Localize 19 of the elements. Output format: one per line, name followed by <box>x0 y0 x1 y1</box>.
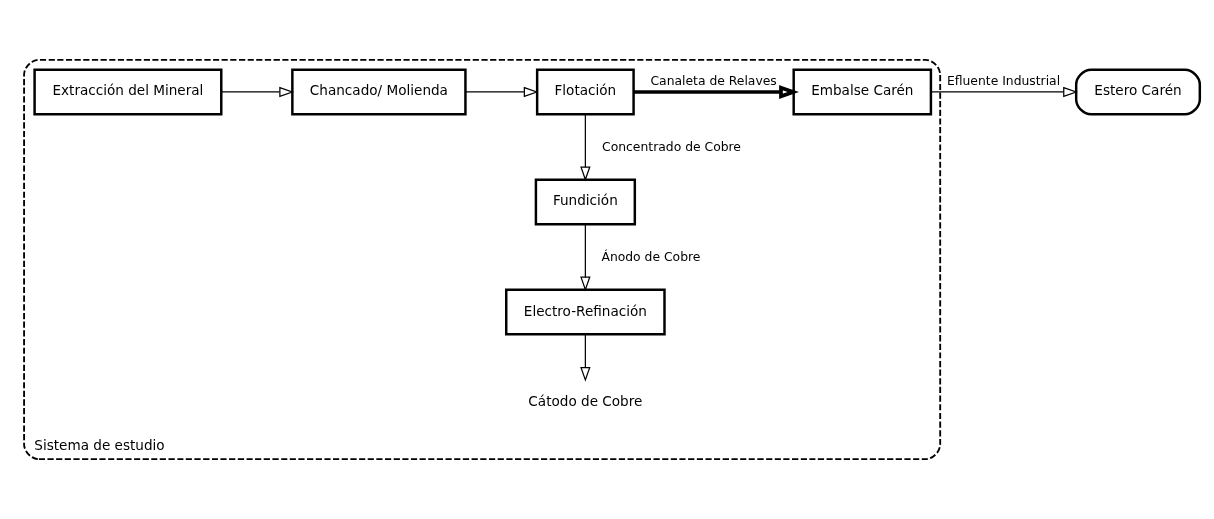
arrow <box>220 86 295 98</box>
edge-label: Efluente Industrial <box>946 73 1061 88</box>
arrow <box>465 86 539 98</box>
arrow <box>580 113 591 182</box>
node-box: Embalse Carén <box>792 68 933 116</box>
node-box: Extracción del Mineral <box>33 68 223 116</box>
edge-label: Ánodo de Cobre <box>601 249 701 264</box>
arrow <box>580 223 591 292</box>
arrow <box>930 86 1078 98</box>
node-box: Electro-Refinación <box>505 288 666 336</box>
edge-label: Canaleta de Relaves <box>650 73 777 88</box>
node-text: Cátodo de Cobre <box>528 392 643 409</box>
arrow <box>580 333 591 382</box>
arrow <box>633 85 799 99</box>
node-box: Fundición <box>534 178 637 226</box>
node-box: Chancado/ Molienda <box>291 68 467 116</box>
node-box: Estero Carén <box>1074 68 1202 116</box>
node-box: Flotación <box>535 68 635 116</box>
edge-label: Concentrado de Cobre <box>602 139 741 154</box>
